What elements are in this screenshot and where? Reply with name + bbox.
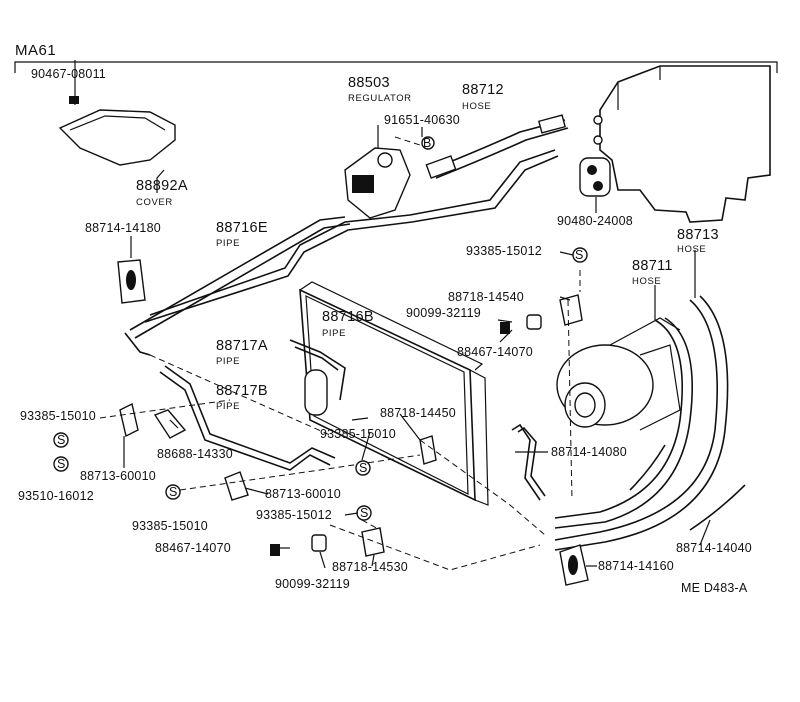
label-88688-14330: 88688-14330 xyxy=(157,447,233,461)
label-cover: COVER xyxy=(136,197,173,208)
label-pipe-88716e: PIPE xyxy=(216,238,241,249)
symbol-s-4: S xyxy=(359,461,368,475)
model-code: MA61 xyxy=(15,42,57,59)
label-88718-14450: 88718-14450 xyxy=(380,406,456,420)
label-88718-14540: 88718-14540 xyxy=(448,290,524,304)
symbol-s-1: S xyxy=(575,248,584,262)
label-90467-08011: 90467-08011 xyxy=(31,67,106,81)
label-hose-88713: HOSE xyxy=(677,244,707,255)
grommet-90480 xyxy=(579,157,611,197)
label-90099-32119-top: 90099-32119 xyxy=(406,306,481,320)
pipe-88717b xyxy=(159,365,336,471)
label-88717b: 88717B xyxy=(216,383,268,399)
label-88713: 88713 xyxy=(677,227,719,243)
label-pipe-88717b: PIPE xyxy=(216,401,241,412)
label-88717a: 88717A xyxy=(216,338,268,354)
label-hose-88712: HOSE xyxy=(462,101,492,112)
label-88713-60010-left: 88713-60010 xyxy=(80,469,156,483)
label-90099-32119-bottom: 90099-32119 xyxy=(275,577,350,591)
clamps-bolts xyxy=(119,294,583,557)
symbol-s-5: S xyxy=(169,485,178,499)
label-88716e: 88716E xyxy=(216,220,268,236)
hose-88712 xyxy=(425,114,569,179)
label-93385-15010-bottom: 93385-15010 xyxy=(132,519,208,533)
label-88503: 88503 xyxy=(348,75,390,91)
label-88714-14040: 88714-14040 xyxy=(676,541,752,555)
label-88713-60010-mid: 88713-60010 xyxy=(265,487,341,501)
symbol-s-6: S xyxy=(360,506,369,520)
label-88714-14160: 88714-14160 xyxy=(598,559,674,573)
label-90480-24008: 90480-24008 xyxy=(557,214,633,228)
compressor xyxy=(556,317,681,431)
label-93385-15012-top: 93385-15012 xyxy=(466,244,542,258)
label-pipe-88717a: PIPE xyxy=(216,356,241,367)
label-88712: 88712 xyxy=(462,82,504,98)
label-88714-14180: 88714-14180 xyxy=(85,221,161,235)
label-88467-14070-top: 88467-14070 xyxy=(457,345,533,359)
receiver-dryer xyxy=(289,339,346,416)
label-88711: 88711 xyxy=(632,258,673,274)
label-93385-15010-mid: 93385-15010 xyxy=(320,427,396,441)
label-88892a: 88892A xyxy=(136,178,188,194)
symbol-s-3: S xyxy=(57,457,66,471)
mount-88714-14180 xyxy=(117,259,146,304)
mount-88714-14160 xyxy=(559,544,589,586)
symbol-s-2: S xyxy=(57,433,66,447)
label-88716b: 88716B xyxy=(322,309,374,325)
frame-bracket xyxy=(14,61,778,73)
label-93510-16012: 93510-16012 xyxy=(18,489,94,503)
label-regulator: REGULATOR xyxy=(348,93,412,104)
label-88467-14070-bottom: 88467-14070 xyxy=(155,541,231,555)
pipe-88717a xyxy=(124,216,351,356)
cover-88892a xyxy=(58,60,176,166)
symbol-b: B xyxy=(423,136,432,150)
pipe-88716e xyxy=(144,149,559,323)
label-88714-14080: 88714-14080 xyxy=(551,445,627,459)
engine-block xyxy=(593,65,771,223)
label-88718-14530: 88718-14530 xyxy=(332,560,408,574)
dashed-leaders xyxy=(99,270,581,571)
label-hose-88711: HOSE xyxy=(632,276,662,287)
hose-88711-88713 xyxy=(554,295,746,551)
drawing-code: ME D483-A xyxy=(681,581,748,595)
label-93385-15010-left: 93385-15010 xyxy=(20,409,96,423)
liquid-pipe xyxy=(511,423,546,501)
label-93385-15012-bottom: 93385-15012 xyxy=(256,508,332,522)
label-pipe-88716b: PIPE xyxy=(322,328,347,339)
label-91651-40630: 91651-40630 xyxy=(384,113,460,127)
leader-lines xyxy=(123,127,711,569)
regulator-88503 xyxy=(344,125,435,219)
